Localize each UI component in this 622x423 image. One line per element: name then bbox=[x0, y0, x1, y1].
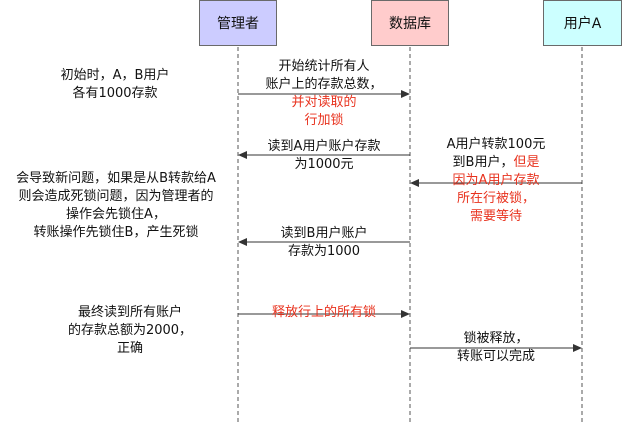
note-line: 操作会先锁住A， bbox=[66, 207, 166, 222]
message-highlight-line: 释放行上的所有锁 bbox=[271, 305, 376, 320]
note-line: 正确 bbox=[116, 341, 143, 356]
note-line: 初始时，A，B用户 bbox=[60, 68, 170, 83]
message-line: 读到A用户账户存款 bbox=[267, 139, 381, 154]
note-final: 最终读到所有账户 的存款总额为2000， 正确 bbox=[60, 304, 200, 358]
note-line: 转账操作先锁住B，产生死锁 bbox=[33, 225, 199, 240]
message-highlight-part: 但是 bbox=[513, 155, 540, 170]
message-start-count: 开始统计所有人 账户上的存款总数， 并对读取的 行加锁 bbox=[244, 58, 404, 130]
message-line: 账户上的存款总数， bbox=[265, 77, 383, 92]
message-mixed-line: 到B用户，但是 bbox=[421, 154, 571, 172]
participant-user-a-label: 用户A bbox=[563, 16, 602, 32]
participant-manager-label: 管理者 bbox=[217, 16, 259, 32]
message-line: 转账可以完成 bbox=[456, 349, 535, 364]
note-line: 最终读到所有账户 bbox=[77, 305, 182, 320]
message-unlocked: 锁被释放， 转账可以完成 bbox=[421, 330, 571, 366]
participant-manager: 管理者 bbox=[199, 0, 277, 46]
message-release: 释放行上的所有锁 bbox=[244, 304, 404, 322]
message-highlight-line: 行加锁 bbox=[304, 113, 344, 128]
message-plain-part: 到B用户， bbox=[452, 155, 514, 170]
participant-database: 数据库 bbox=[371, 0, 449, 46]
note-line: 则会造成死锁问题，因为管理者的 bbox=[18, 189, 214, 204]
message-highlight-line: 因为A用户存款 bbox=[452, 173, 540, 188]
note-initial: 初始时，A，B用户 各有1000存款 bbox=[40, 67, 190, 103]
message-line: 锁被释放， bbox=[463, 331, 529, 346]
message-highlight-line: 所在行被锁， bbox=[456, 191, 535, 206]
message-read-a: 读到A用户账户存款 为1000元 bbox=[249, 138, 399, 174]
message-read-b: 读到B用户账户 存款为1000 bbox=[249, 225, 399, 261]
note-line: 各有1000存款 bbox=[72, 86, 158, 101]
participant-user-a: 用户A bbox=[543, 0, 622, 46]
participant-database-label: 数据库 bbox=[389, 16, 431, 32]
message-highlight-line: 需要等待 bbox=[469, 209, 522, 224]
message-line: 读到B用户账户 bbox=[280, 226, 368, 241]
message-line: 开始统计所有人 bbox=[278, 59, 370, 74]
note-line: 的存款总额为2000， bbox=[67, 323, 193, 338]
note-deadlock: 会导致新问题，如果是从B转款给A 则会造成死锁问题，因为管理者的 操作会先锁住A… bbox=[0, 170, 232, 242]
message-line: A用户转款100元 bbox=[446, 137, 546, 152]
note-line: 会导致新问题，如果是从B转款给A bbox=[16, 171, 216, 186]
message-highlight-line: 并对读取的 bbox=[291, 95, 357, 110]
message-transfer: A用户转款100元 到B用户，但是 因为A用户存款 所在行被锁， 需要等待 bbox=[421, 136, 571, 226]
message-line: 为1000元 bbox=[294, 157, 354, 172]
message-line: 存款为1000 bbox=[287, 244, 361, 259]
